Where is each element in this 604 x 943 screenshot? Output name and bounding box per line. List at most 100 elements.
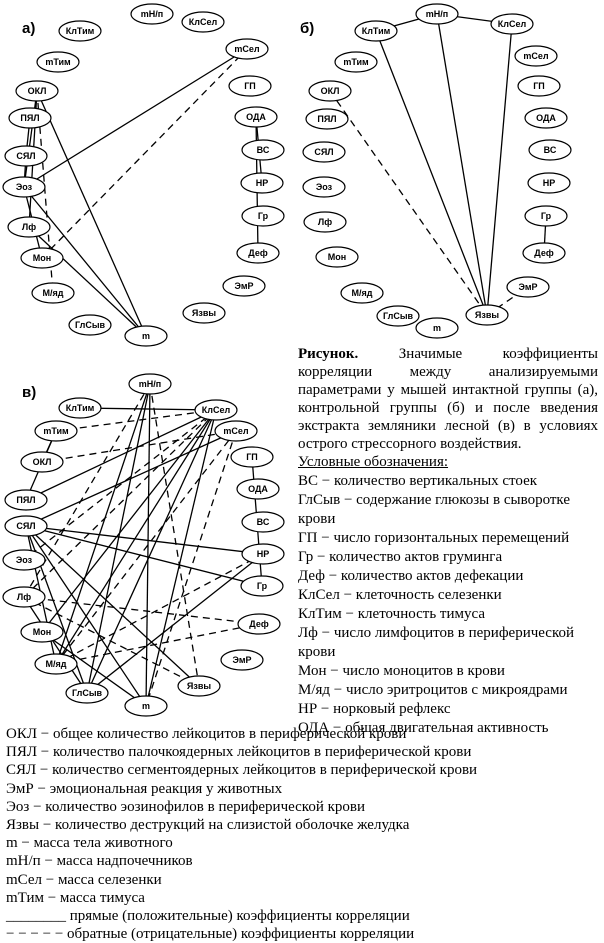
edge-direct (23, 186, 147, 337)
node-a-KlTim: КлТим (58, 20, 102, 42)
legend-item: ГП − число горизонтальных перемещений (298, 530, 570, 546)
node-b-Yazvy: Язвы (465, 304, 509, 326)
node-label: ГП (533, 81, 545, 91)
node-label: ВС (257, 517, 270, 527)
edge-direct (23, 90, 38, 188)
edge-inverse (145, 430, 237, 707)
edge-inverse (23, 596, 200, 687)
legend-item: ЭмР − эмоциональная реакция у животных (6, 780, 283, 797)
node-b-mSel: mСел (514, 45, 558, 67)
node-label: m (142, 701, 150, 711)
node-a-mNp: mН/п (130, 3, 174, 25)
node-a-m: m (124, 325, 168, 347)
node-ellipse (315, 246, 359, 268)
node-label: mН/п (426, 9, 448, 19)
node-ellipse (517, 75, 561, 97)
node-label: ВС (257, 145, 270, 155)
edge-direct (55, 409, 217, 665)
node-label: КлТим (66, 403, 95, 413)
node-a-GP: ГП (228, 75, 272, 97)
node-b-VS: ВС (528, 139, 572, 161)
node-label: Деф (249, 619, 269, 629)
node-label: Язвы (187, 681, 211, 691)
node-label: ГП (244, 81, 256, 91)
node-label: Эоз (316, 182, 333, 192)
node-ellipse (241, 139, 285, 161)
node-label: Гр (258, 211, 269, 221)
node-b-GP: ГП (517, 75, 561, 97)
node-label: ГлСыв (72, 688, 103, 698)
node-label: НР (543, 178, 556, 188)
node-label: НР (256, 178, 269, 188)
legend-item: mТим − масса тимуса (6, 889, 145, 906)
node-label: mСел (223, 426, 249, 436)
edge-inverse (55, 430, 237, 665)
node-label: ПЯЛ (20, 113, 39, 123)
node-v-VS: ВС (241, 511, 285, 533)
legend-item: Лф − число лимфоцитов в периферической к… (298, 625, 575, 660)
node-v-PYaL: ПЯЛ (4, 489, 48, 511)
node-v-KlTim: КлТим (58, 397, 102, 419)
node-label: ОДА (248, 484, 268, 494)
node-label: Эоз (16, 555, 33, 565)
node-label: КлСел (498, 19, 527, 29)
node-v-mSel: mСел (214, 420, 258, 442)
node-ellipse (308, 80, 352, 102)
node-ellipse (4, 515, 48, 537)
node-label: Деф (248, 248, 268, 258)
edge-direct (86, 383, 151, 694)
node-label: ПЯЛ (16, 495, 35, 505)
edge-direct (86, 553, 264, 694)
node-a-SYaL: СЯЛ (4, 145, 48, 167)
node-ellipse (415, 317, 459, 339)
node-label: ОКЛ (321, 86, 340, 96)
node-label: Деф (534, 248, 554, 258)
legend-item: Эоз − количество эозинофилов в периферич… (6, 798, 366, 815)
node-b-mTim: mТим (334, 51, 378, 73)
edge-direct (25, 525, 263, 587)
node-ellipse (354, 20, 398, 42)
node-ellipse (240, 172, 284, 194)
node-b-OKL: ОКЛ (308, 80, 352, 102)
node-ellipse (490, 13, 534, 35)
node-label: ОДА (246, 112, 266, 122)
node-ellipse (225, 38, 269, 60)
node-ellipse (130, 3, 174, 25)
node-ellipse (7, 216, 51, 238)
node-label: СЯЛ (16, 151, 35, 161)
node-v-Lf: Лф (2, 586, 46, 608)
node-ellipse (302, 141, 346, 163)
node-label: Мон (328, 252, 346, 262)
node-v-OKL: ОКЛ (20, 451, 64, 473)
node-v-m: m (124, 695, 168, 717)
node-v-SYaL: СЯЛ (4, 515, 48, 537)
node-ellipse (58, 397, 102, 419)
node-ellipse (236, 242, 280, 264)
node-ellipse (376, 305, 420, 327)
node-label: Гр (541, 211, 552, 221)
node-v-ODA: ОДА (236, 478, 280, 500)
node-ellipse (2, 549, 46, 571)
node-b-m: m (415, 317, 459, 339)
node-ellipse (237, 613, 281, 635)
edge-inverse (55, 553, 264, 665)
node-b-Lf: Лф (303, 211, 347, 233)
node-ellipse (528, 139, 572, 161)
edge-direct (86, 409, 217, 694)
node-v-EmR: ЭмР (220, 649, 264, 671)
node-label: КлТим (362, 26, 391, 36)
edge-inverse (23, 409, 217, 561)
node-v-NR: НР (241, 543, 285, 565)
node-a-KlSel: КлСел (181, 11, 225, 33)
legend-item: Мон − число моноцитов в крови (298, 663, 505, 679)
node-v-mNp: mН/п (128, 373, 172, 395)
legend-item: ВС − количество вертикальных стоек (298, 473, 538, 489)
node-ellipse (2, 176, 46, 198)
edge-direct (41, 409, 217, 633)
node-label: Лф (17, 592, 31, 602)
node-ellipse (228, 75, 272, 97)
node-ellipse (177, 675, 221, 697)
node-ellipse (415, 3, 459, 25)
edge-inverse (55, 623, 260, 665)
legend-line-inverse: − − − − − обратные (отрицательные) коэфф… (6, 926, 415, 943)
